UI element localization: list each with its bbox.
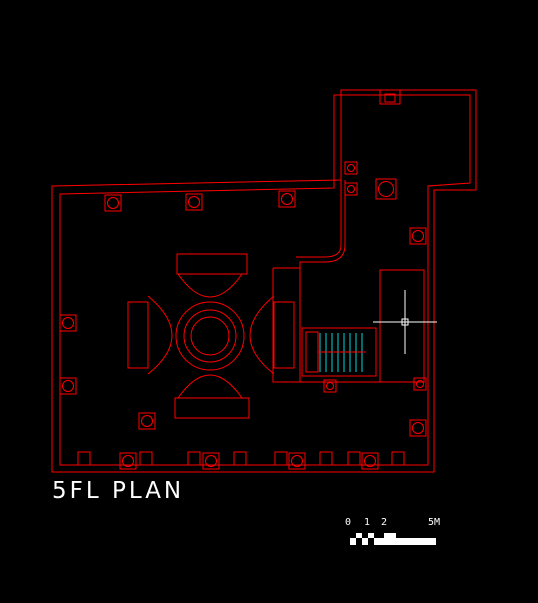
- column-16: [344, 182, 358, 196]
- drawing-title: 5FL PLAN: [52, 478, 185, 504]
- outer-walls: [51, 89, 477, 473]
- wall-notch-2: [139, 451, 153, 466]
- structural-columns: [59, 161, 427, 470]
- column-core-10: [122, 455, 134, 467]
- column-13: [361, 452, 379, 470]
- wall-notch-8: [391, 451, 405, 466]
- scale-label-2: 2: [381, 517, 388, 528]
- scale-bar: [350, 533, 436, 545]
- column-core-12: [291, 455, 303, 467]
- column-15: [344, 161, 358, 175]
- crosshair-cursor-icon: [373, 290, 437, 354]
- column-core-14: [326, 382, 334, 390]
- column-core-8: [416, 380, 424, 388]
- column-5: [59, 377, 77, 395]
- column-core-16: [347, 185, 355, 193]
- column-10: [119, 452, 137, 470]
- column-8: [413, 377, 427, 391]
- scale-label-1: 1: [364, 517, 371, 528]
- wall-notch-6: [319, 451, 333, 466]
- column-7: [409, 227, 427, 245]
- column-core-4: [62, 317, 74, 329]
- column-12: [288, 452, 306, 470]
- wall-notch-7: [347, 451, 361, 466]
- column-11: [202, 452, 220, 470]
- column-core-2: [188, 196, 200, 208]
- column-2: [185, 193, 203, 211]
- column-core-3: [281, 193, 293, 205]
- column-14: [323, 379, 337, 393]
- column-core-11: [205, 455, 217, 467]
- scale-label-0: 0: [345, 517, 352, 528]
- column-core-1: [107, 197, 119, 209]
- column-4: [59, 314, 77, 332]
- column-3: [278, 190, 296, 208]
- scale-label-5m: 5M: [428, 517, 441, 528]
- column-core-7: [412, 230, 424, 242]
- column-core-9: [412, 422, 424, 434]
- column-1: [104, 194, 122, 212]
- wall-notch-1: [77, 451, 91, 466]
- column-17: [375, 178, 397, 200]
- staircase: [301, 327, 377, 377]
- column-core-17: [378, 181, 394, 197]
- wall-notch-4: [233, 451, 247, 466]
- column-core-6: [141, 415, 153, 427]
- wall-notch-5: [274, 451, 288, 466]
- column-9: [409, 419, 427, 437]
- column-6: [138, 412, 156, 430]
- column-core-15: [347, 164, 355, 172]
- column-core-13: [364, 455, 376, 467]
- interior-walls: [272, 89, 425, 383]
- central-seating-layout: [127, 253, 295, 419]
- wall-notch-3: [187, 451, 201, 466]
- column-core-5: [62, 380, 74, 392]
